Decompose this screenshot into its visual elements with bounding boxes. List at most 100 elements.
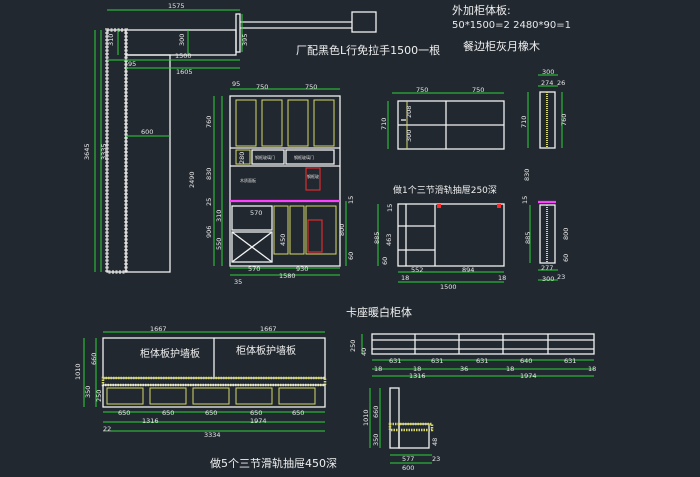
- upper-door-3: [287, 99, 309, 147]
- red-highlight-box: [305, 167, 321, 191]
- dim-600: 600: [141, 128, 153, 136]
- dim-1605: 1605: [176, 68, 193, 76]
- dim-1575: 1575: [168, 2, 185, 10]
- dim-22: 22: [103, 425, 111, 433]
- dim-450: 450: [279, 234, 287, 246]
- sideboard-outline: [229, 95, 341, 267]
- mid-panel-left: [251, 149, 285, 165]
- dim-710-upper: 710: [380, 118, 388, 130]
- plan-strip-outline: [371, 333, 595, 355]
- bench-drawer-3: [192, 387, 230, 405]
- dim-650-2: 650: [162, 409, 174, 417]
- dim-760: 760: [205, 116, 213, 128]
- drawer-note-2: 做5个三节滑轨抽屉450深: [210, 456, 337, 470]
- dim-3334: 3334: [204, 431, 221, 439]
- dim-35: 35: [234, 278, 242, 286]
- dim-600-side: 600: [402, 464, 414, 472]
- lower-door-1: [273, 205, 289, 255]
- dim-631-4: 631: [564, 357, 576, 365]
- bench-drawer-4: [235, 387, 273, 405]
- dim-577: 577: [402, 455, 414, 463]
- dim-395: 395: [241, 34, 249, 46]
- upper-door-1: [235, 99, 257, 147]
- dim-95: 95: [128, 60, 136, 68]
- dim-650-1: 650: [118, 409, 130, 417]
- bench-panel-left-label: 柜体板护墙板: [140, 347, 200, 360]
- dim-550: 550: [215, 238, 223, 250]
- side-section-lower: 885 15 800 60 277 23 300: [521, 196, 570, 283]
- dim-650-5: 650: [292, 409, 304, 417]
- lower-cab-outline: [397, 203, 505, 267]
- red-lower-box: [307, 219, 323, 253]
- dim-15-side: 15: [521, 196, 529, 204]
- lower-cabinet-detail: 15 885 463 60 18 552 894 18 1500: [373, 203, 506, 291]
- bench-plan-strip: 250 40 631 631 631 640 631 18 18 36 18 1…: [349, 333, 596, 380]
- mid-panel-right: [285, 149, 335, 165]
- bench-side-section: 660 1010 350 577 600 23 48: [362, 387, 440, 472]
- dim-18-c: 18: [374, 365, 382, 373]
- dim-660-bench: 660: [90, 353, 98, 365]
- wall-column-view: 1575 310 300 395 1500 95 1605 600 3645 3…: [83, 2, 377, 274]
- seat-cabinet-title: 卡座暖白柜体: [346, 305, 412, 319]
- dim-760-side: 760: [560, 114, 568, 126]
- lower-drawer: [231, 205, 273, 231]
- dim-300-side-top: 300: [542, 68, 554, 76]
- dim-23-side: 23: [432, 455, 440, 463]
- dim-1500-top: 1500: [175, 52, 192, 60]
- bench-drawer-5: [278, 387, 316, 405]
- dim-1500-lower: 1500: [440, 283, 457, 291]
- dim-26: 26: [557, 79, 565, 87]
- dim-23: 23: [557, 273, 565, 281]
- dim-36: 36: [460, 365, 468, 373]
- dim-18-a: 18: [401, 274, 409, 282]
- dim-18-b: 18: [498, 274, 506, 282]
- upper-door-4: [313, 99, 335, 147]
- column-outline: [125, 54, 171, 273]
- dim-60-side: 60: [562, 254, 570, 262]
- dim-650-4: 650: [250, 409, 262, 417]
- bench-cushion-side: [388, 422, 434, 432]
- dim-640: 640: [520, 357, 532, 365]
- dim-750-right: 750: [305, 83, 317, 91]
- brick-wall-hatch: [105, 28, 128, 274]
- dim-300-upper: 300: [405, 130, 413, 142]
- wall-outline: [106, 29, 127, 273]
- dim-1010-side: 1010: [362, 409, 370, 426]
- dim-750-upper-right: 750: [472, 86, 484, 94]
- dim-48: 48: [431, 438, 439, 446]
- dim-750-left: 750: [256, 83, 268, 91]
- dim-95-sideboard: 95: [232, 80, 240, 88]
- label-glass-door-left: 钢框玻璃门: [255, 154, 275, 160]
- dim-631-2: 631: [431, 357, 443, 365]
- extra-panels-title: 外加柜体板:: [452, 3, 511, 17]
- dim-15: 15: [347, 196, 355, 204]
- bench-backrest: [389, 387, 400, 449]
- lower-door-2: [289, 205, 305, 255]
- dim-250-bench: 250: [95, 390, 103, 402]
- dim-18-f: 18: [588, 365, 596, 373]
- bench-drawer-2: [149, 387, 187, 405]
- label-mid-right: 钢框玻: [307, 173, 319, 179]
- dim-280: 280: [238, 152, 246, 164]
- dim-350-bench: 350: [84, 386, 92, 398]
- dim-300: 300: [178, 34, 186, 46]
- upper-cabinet-detail: 750 750 710 208 300: [380, 86, 505, 150]
- extra-panels-spec: 50*1500=2 2480*90=1: [452, 20, 571, 31]
- dim-1010-bench: 1010: [74, 363, 82, 380]
- dim-310: 310: [107, 34, 115, 46]
- dim-40: 40: [360, 348, 368, 356]
- dim-894: 894: [462, 266, 474, 274]
- upper-door-2: [261, 99, 283, 147]
- label-glass-door-right: 钢框玻璃门: [294, 154, 314, 160]
- dim-885-side: 885: [524, 232, 532, 244]
- dim-463: 463: [385, 234, 393, 246]
- bench-drawer-1: [106, 387, 144, 405]
- dim-750-upper-left: 750: [416, 86, 428, 94]
- dim-650-3: 650: [205, 409, 217, 417]
- red-marker-1: [437, 204, 441, 208]
- dim-1974-bench: 1974: [250, 417, 267, 425]
- dim-660-side: 660: [372, 406, 380, 418]
- bench-elevation: 柜体板护墙板 柜体板护墙板 1667 1667 660 1010 350 250…: [74, 325, 327, 439]
- bench-drawer-row: [102, 384, 326, 408]
